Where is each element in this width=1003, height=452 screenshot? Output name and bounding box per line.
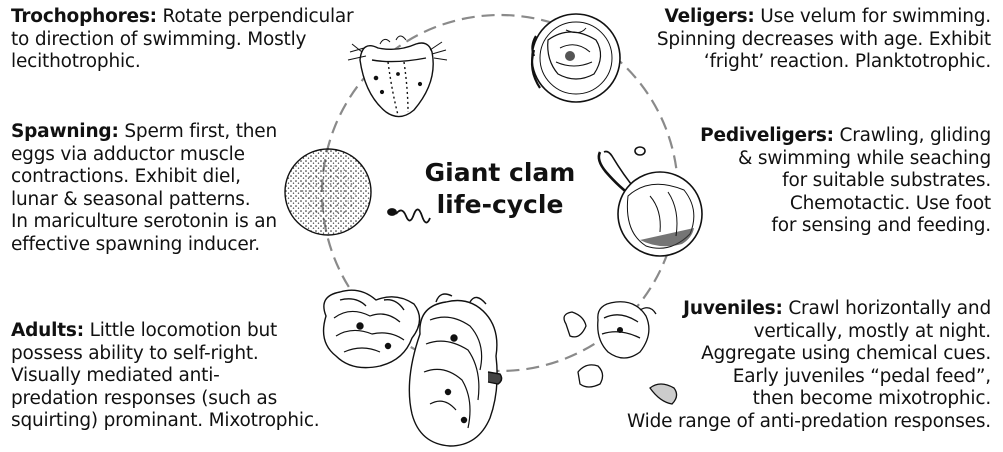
veligers-line-3: ‘fright’ reaction. Planktotrophic. [657, 51, 991, 74]
trochophores-line-1: Rotate perpendicular [157, 6, 354, 27]
spawning-line-3: contractions. Exhibit diel, [11, 166, 277, 189]
adults-line-3: Visually mediated anti- [11, 365, 319, 388]
spawning-line-6: effective spawning inducer. [11, 234, 277, 257]
juveniles-title: Juveniles: [683, 298, 782, 319]
veliger-illustration [532, 14, 620, 102]
center-title-line-1: Giant clam [425, 158, 576, 187]
adults-title: Adults: [11, 320, 84, 341]
veligers-line-2: Spinning decreases with age. Exhibit [657, 29, 991, 52]
center-title: Giant clam life-cycle [412, 157, 588, 221]
juveniles-line-5: then become mixotrophic. [627, 388, 991, 411]
pediveligers-line-3: for suitable substrates. [700, 170, 991, 193]
spawning-title: Spawning: [11, 121, 119, 142]
spawning-line-1: Sperm first, then [119, 121, 277, 142]
center-title-line-2: life-cycle [437, 190, 564, 219]
adults-line-4: predation responses (such as [11, 388, 319, 411]
veligers-description: Veligers: Use velum for swimming. Spinni… [657, 6, 991, 74]
egg-illustration [285, 149, 371, 235]
adult-clam-illustration-large [409, 294, 501, 446]
adults-line-1: Little locomotion but [84, 320, 277, 341]
adults-line-5: squirting) prominant. Mixotrophic. [11, 410, 319, 433]
trochophores-line-2: to direction of swimming. Mostly [11, 29, 353, 52]
pediveligers-line-2: & swimming while seaching [700, 148, 991, 171]
spawning-line-5: In mariculture serotonin is an [11, 211, 277, 234]
adults-description: Adults: Little locomotion but possess ab… [11, 320, 319, 433]
pediveligers-description: Pediveligers: Crawling, gliding & swimmi… [700, 125, 991, 238]
veligers-line-1: Use velum for swimming. [755, 6, 991, 27]
pediveligers-line-5: for sensing and feeding. [700, 215, 991, 238]
spawning-line-4: lunar & seasonal patterns. [11, 189, 277, 212]
trochophores-line-3: lecithotrophic. [11, 51, 353, 74]
juveniles-line-4: Early juveniles “pedal feed”, [627, 366, 991, 389]
spawning-description: Spawning: Sperm first, then eggs via add… [11, 121, 277, 256]
juveniles-description: Juveniles: Crawl horizontally and vertic… [627, 298, 991, 433]
juveniles-line-6: Wide range of anti-predation responses. [627, 411, 991, 434]
juveniles-line-1: Crawl horizontally and [783, 298, 991, 319]
juveniles-line-3: Aggregate using chemical cues. [627, 343, 991, 366]
trochophores-description: Trochophores: Rotate perpendicular to di… [11, 6, 353, 74]
adults-line-2: possess ability to self-right. [11, 343, 319, 366]
pediveliger-illustration [599, 147, 702, 256]
veligers-title: Veligers: [665, 6, 755, 27]
spawning-line-2: eggs via adductor muscle [11, 144, 277, 167]
pediveligers-line-1: Crawling, gliding [834, 125, 991, 146]
pediveligers-title: Pediveligers: [700, 125, 834, 146]
adult-clam-illustration-small [324, 290, 420, 367]
pediveligers-line-4: Chemotactic. Use foot [700, 193, 991, 216]
juveniles-line-2: vertically, mostly at night. [627, 321, 991, 344]
trochophores-title: Trochophores: [11, 6, 157, 27]
